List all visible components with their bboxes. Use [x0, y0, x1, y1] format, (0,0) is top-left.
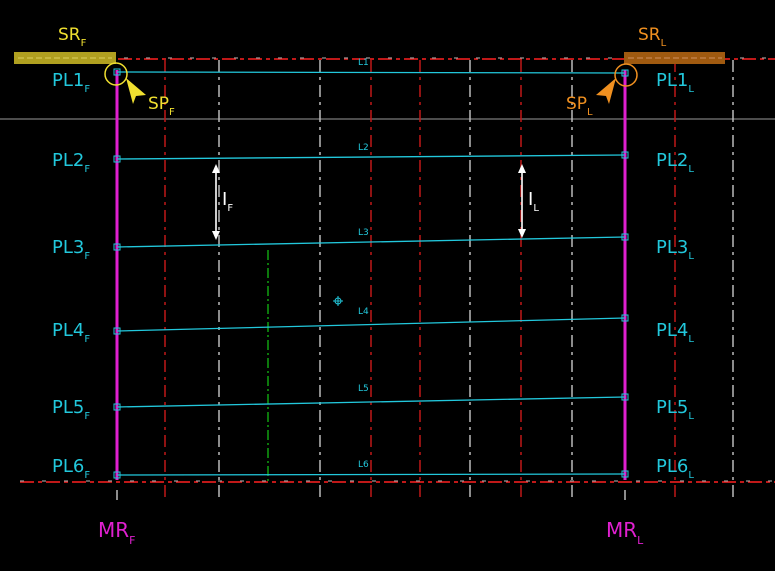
main-rail-label-last: MRL — [606, 518, 644, 547]
start-point-label-last: SPL — [566, 94, 593, 118]
crosshair-marker — [333, 296, 343, 306]
start-point-circle-last — [614, 63, 638, 87]
start-range-label-last: SRL — [638, 25, 667, 49]
start-point-arrow-first — [126, 78, 146, 104]
line-label-3: L3 — [358, 228, 369, 238]
line-label-2: L2 — [358, 143, 369, 153]
plate-line-3 — [116, 236, 626, 248]
plate-line-1 — [116, 71, 626, 74]
line-label-5: L5 — [358, 384, 369, 394]
plate-end-markers — [113, 68, 629, 479]
vertical-grid-lines — [116, 60, 734, 500]
plate-label-last-3: PL3L — [656, 237, 694, 262]
line-label-6: L6 — [358, 460, 369, 470]
interval-label-last: IL — [528, 189, 539, 214]
start-point-arrow-last — [596, 78, 616, 104]
plate-label-first-1: PL1F — [52, 70, 90, 95]
main-rail-label-first: MRF — [98, 518, 135, 547]
plate-label-first-2: PL2F — [52, 150, 90, 175]
interval-arrow-first — [212, 164, 220, 240]
plate-label-last-6: PL6L — [656, 456, 694, 481]
plate-line-6 — [116, 473, 626, 476]
plate-label-last-5: PL5L — [656, 397, 694, 422]
plate-line-4 — [116, 317, 626, 332]
line-label-1: L1 — [358, 58, 369, 68]
plate-label-first-4: PL4F — [52, 320, 90, 345]
interval-label-first: IF — [222, 189, 233, 214]
plate-label-last-1: PL1L — [656, 70, 694, 95]
plate-line-5 — [116, 396, 626, 408]
start-point-circle-first — [104, 62, 128, 86]
plate-label-first-3: PL3F — [52, 237, 90, 262]
plate-line-2 — [116, 154, 626, 160]
start-range-label-first: SRF — [58, 25, 87, 49]
start-point-label-first: SPF — [148, 94, 175, 118]
plate-lines — [116, 71, 626, 476]
plate-label-first-6: PL6F — [52, 456, 90, 481]
line-label-4: L4 — [358, 307, 369, 317]
plate-label-last-2: PL2L — [656, 150, 694, 175]
plate-label-first-5: PL5F — [52, 397, 90, 422]
interval-arrow-last — [518, 164, 526, 238]
plate-label-last-4: PL4L — [656, 320, 694, 345]
